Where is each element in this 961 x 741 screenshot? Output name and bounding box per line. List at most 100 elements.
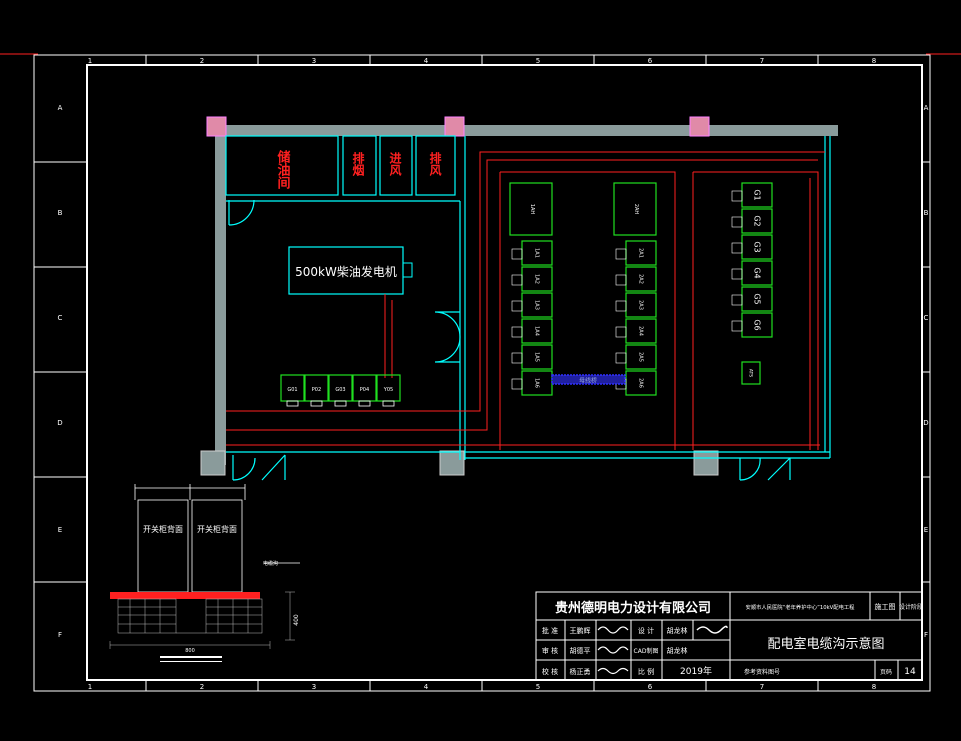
signature (597, 646, 629, 654)
generator-panel-label: P02 (312, 387, 321, 393)
grid-col-label: 4 (424, 57, 429, 65)
grid-row-label: F (924, 631, 928, 639)
grid-row-label: A (924, 104, 929, 112)
generator-panel-label: G03 (335, 387, 345, 393)
grid-row-label: B (924, 209, 929, 217)
page-number: 14 (904, 667, 916, 677)
grid-col-label: 7 (760, 57, 764, 65)
grid-row-label: D (923, 419, 928, 427)
cabinet-label: 1AH (529, 204, 535, 215)
switchgear-unit-label: G6 (753, 319, 762, 330)
grid-col-label: 2 (200, 57, 204, 65)
switchgear-unit-label: 2A3 (638, 300, 644, 310)
stage-label: 施工图 (875, 602, 896, 611)
ref-label: 参考资料图号 (744, 668, 780, 676)
section-detail: 开关柜背面 开关柜背面 电缆沟 400 800 (109, 484, 300, 662)
column-pier (689, 116, 710, 137)
title-block-cell: 批 准 (542, 626, 558, 635)
title-block-cell: 设 计 (638, 626, 654, 635)
grid-col-label: 8 (872, 57, 876, 65)
company-name: 贵州德明电力设计有限公司 (555, 600, 711, 616)
page-label: 页码 (880, 668, 892, 676)
grid-row-label: E (924, 526, 928, 534)
switchgear-unit-label: G4 (753, 267, 762, 278)
grid-row-label: F (58, 631, 62, 639)
switchgear-unit-label: 1A1 (534, 248, 540, 258)
dim-depth: 400 (293, 614, 300, 626)
column-pier (206, 116, 227, 137)
switchgear-unit-label: G3 (753, 241, 762, 252)
generator-panel-label: G01 (287, 387, 297, 393)
oil-room-label: 储油间 (275, 149, 292, 190)
date-value: 2019年 (680, 665, 712, 677)
grid-row-label: A (58, 104, 63, 112)
switchgear-unit-label: G1 (753, 189, 762, 200)
ats-cabinet (741, 361, 761, 385)
trench-note: 电缆沟 (263, 560, 278, 567)
signature (597, 667, 629, 675)
grid-col-label: 6 (648, 683, 653, 691)
grid-row-label: B (58, 209, 63, 217)
project-name: 安顺市人民医院“老年养护中心”10kV配电工程 (746, 603, 856, 611)
grid-row-label: D (57, 419, 62, 427)
switchgear-unit-label: 1A6 (534, 378, 540, 388)
air-in-label: 进风 (388, 151, 402, 177)
column-pier (693, 450, 719, 476)
grid-column-labels-top: 1 2 3 4 5 6 7 8 (88, 57, 876, 65)
title-block-cell: 校 核 (542, 667, 558, 676)
switchgear-unit-label: 2A6 (638, 378, 644, 388)
grid-col-label: 4 (424, 683, 429, 691)
air-out-label: 排风 (428, 151, 442, 177)
title-block: 贵州德明电力设计有限公司 安顺市人民医院“老年养护中心”10kV配电工程 施工图… (535, 591, 923, 681)
title-block-cell: 审 核 (542, 646, 558, 655)
left-wall (215, 125, 226, 465)
grid-col-label: 5 (536, 57, 540, 65)
grid-row-label: E (58, 526, 62, 534)
grid-col-label: 1 (88, 683, 92, 691)
grid-col-label: 7 (760, 683, 764, 691)
grid-col-label: 6 (648, 57, 653, 65)
incoming-cabinet (613, 182, 657, 236)
signature (696, 625, 728, 634)
column-pier (200, 450, 226, 476)
grid-col-label: 2 (200, 683, 204, 691)
top-wall (216, 125, 838, 136)
grid-row-label: C (924, 314, 929, 322)
dim-width: 800 (185, 648, 195, 654)
switchgear-unit-label: 1A5 (534, 352, 540, 362)
generator-label: 500kW柴油发电机 (295, 264, 397, 279)
switchgear-unit-label: 2A5 (638, 352, 644, 362)
cabinet-label: 2AH (633, 204, 639, 215)
generator-panel-label: Y05 (383, 387, 393, 393)
switchgear-unit-label: 2A4 (638, 326, 644, 336)
inner-frame (86, 64, 923, 681)
switchgear-unit-label: G2 (753, 215, 762, 226)
grid-col-label: 5 (536, 683, 540, 691)
grid-row-labels-right: A B C D E F (923, 104, 928, 639)
switchgear-unit-label: 1A4 (534, 326, 540, 336)
signature (597, 626, 629, 634)
title-block-cell: 胡龙林 (667, 626, 688, 635)
base-channel (110, 592, 260, 599)
cabinet-back-label-right: 开关柜背面 (197, 524, 237, 534)
title-block-cell: 王鹏辉 (570, 626, 591, 635)
busway (551, 374, 626, 385)
drawing-title: 配电室电缆沟示意图 (767, 636, 884, 652)
grid-col-label: 3 (312, 57, 316, 65)
column-pier (444, 116, 465, 137)
incoming-cabinet (509, 182, 553, 236)
switchgear-unit-label: 2A2 (638, 274, 644, 284)
cabinet-back-label-left: 开关柜背面 (143, 524, 183, 534)
grid-col-label: 8 (872, 683, 876, 691)
exhaust-label: 排烟 (351, 151, 365, 177)
ats-label: ATS (748, 369, 754, 377)
design-number-label: 设计阶段 (899, 603, 923, 611)
switchgear-unit-label: G5 (753, 293, 762, 304)
title-block-cell: 胡德平 (570, 646, 591, 655)
grid-col-label: 1 (88, 57, 92, 65)
title-block-cell: 比 例 (638, 667, 654, 676)
title-block-cell: 胡龙林 (667, 646, 688, 655)
switchgear-unit-label: 1A3 (534, 300, 540, 310)
grid-col-label: 3 (312, 683, 316, 691)
